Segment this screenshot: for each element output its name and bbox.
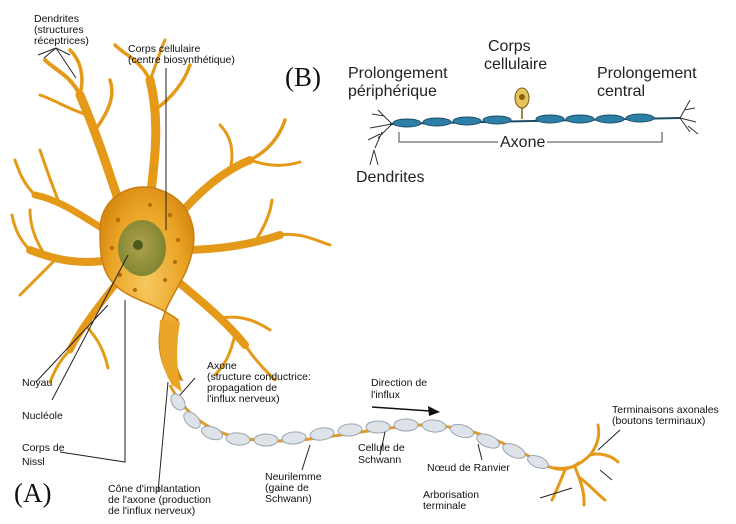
label-arborisation-2: terminale xyxy=(423,501,466,512)
label-dendrites-desc2: réceptrices) xyxy=(34,36,89,47)
label-cell-body-desc: (centre biosynthétique) xyxy=(128,55,235,66)
label-axon-terminals-desc: (boutons terminaux) xyxy=(612,416,705,427)
panel-b-tag: (B) xyxy=(285,62,321,93)
direction-arrow xyxy=(372,406,440,416)
label-schwann-cell-2: Schwann xyxy=(358,455,401,466)
panel-b-label-central-2: central xyxy=(597,83,645,100)
panel-b-label-cell-body: Corps xyxy=(488,38,531,55)
nucleolus xyxy=(133,240,143,250)
axon-terminals xyxy=(552,425,618,505)
cell-body xyxy=(100,187,194,380)
axon-hillock xyxy=(159,320,182,392)
panel-b-label-peripheral: Prolongement xyxy=(348,65,448,82)
label-nissl: Corps de xyxy=(22,443,65,454)
label-axon-hillock-3: de l'influx nerveux) xyxy=(108,506,195,517)
label-nucleus: Noyau xyxy=(22,378,52,389)
panel-b-label-cell-body-2: cellulaire xyxy=(484,56,547,73)
label-neurilemma-3: Schwann) xyxy=(265,494,312,505)
label-nucleolus: Nucléole xyxy=(22,411,63,422)
label-direction: Direction de xyxy=(371,378,427,389)
panel-b-label-peripheral-2: périphérique xyxy=(348,83,437,100)
label-schwann-cell: Cellule de xyxy=(358,443,405,454)
label-node-of-ranvier: Nœud de Ranvier xyxy=(427,463,510,474)
label-direction-2: l'influx xyxy=(371,390,400,401)
panel-b-label-central: Prolongement xyxy=(597,65,697,82)
panel-b-label-axon: Axone xyxy=(498,134,547,151)
label-axon-desc3: l'influx nerveux) xyxy=(207,394,280,405)
panel-a-tag: (A) xyxy=(14,478,51,509)
label-nissl-2: Nissl xyxy=(22,457,45,468)
panel-b-label-dendrites: Dendrites xyxy=(356,169,424,186)
